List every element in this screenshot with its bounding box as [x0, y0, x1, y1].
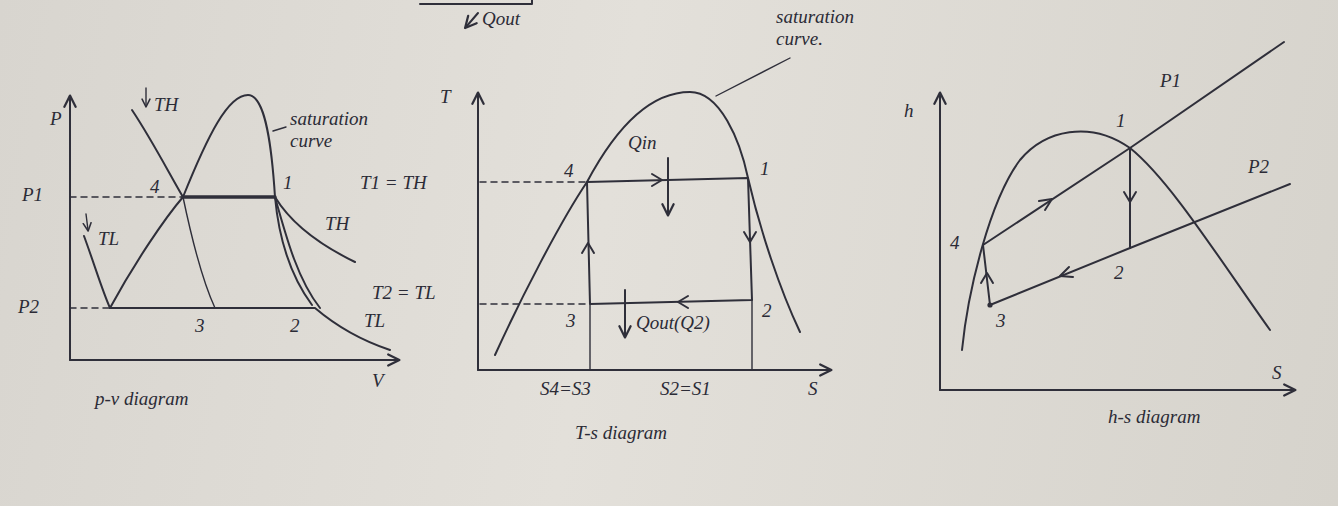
diagram-caption: T-s diagram [575, 422, 667, 444]
pressure-label: P2 [1248, 156, 1269, 178]
state-number: 3 [996, 310, 1006, 332]
axis-line [70, 359, 398, 361]
state-number: 4 [950, 232, 960, 254]
heat-label: Qout(Q2) [636, 312, 710, 334]
temperature-guide [480, 303, 590, 305]
state-number: 1 [283, 172, 293, 194]
expansion-line [1129, 148, 1131, 248]
temperature-label: TL [364, 310, 385, 332]
state-number: 3 [195, 315, 205, 337]
saturation-dome [495, 92, 800, 355]
bracket-line [420, 0, 532, 4]
axis-label: T [440, 86, 451, 108]
flow-arrow [678, 296, 688, 308]
entropy-label: S4=S3 [540, 378, 591, 400]
expansion-curve [275, 197, 320, 308]
ts-diagram [478, 58, 830, 370]
heat-label: Qout [482, 8, 520, 30]
flow-arrow [1060, 267, 1073, 277]
state-number: 1 [1116, 110, 1126, 132]
state-number: 3 [566, 310, 576, 332]
curve-note: saturation curve [290, 108, 386, 152]
flow-arrow [652, 174, 662, 186]
axis-label: S [808, 378, 818, 400]
state-number: 2 [1114, 262, 1124, 284]
flow-arrow [1039, 199, 1052, 210]
heat-arrow [624, 290, 626, 336]
state-number: 4 [564, 160, 574, 182]
flow-arrow [582, 243, 594, 253]
temperature-label: T1 = TH [360, 172, 427, 194]
temperature-label: TH [325, 213, 349, 235]
curve-note: saturation curve. [776, 6, 888, 50]
axis-label: S [1272, 362, 1282, 384]
isotherm-hot [275, 197, 355, 262]
temperature-label: TH [154, 94, 178, 116]
entropy-guide [751, 300, 752, 370]
temperature-guide [480, 181, 587, 183]
state-number: 2 [762, 300, 772, 322]
heat-label: Qin [628, 132, 657, 154]
pressure-guide [70, 196, 183, 198]
axis-label: V [372, 370, 384, 392]
pressure-label: P1 [22, 184, 43, 206]
temperature-label: T2 = TL [372, 282, 436, 304]
liquid-line [183, 197, 215, 308]
pressure-guide [70, 307, 110, 309]
flow-arrow [981, 273, 993, 283]
pv-diagram [70, 88, 398, 360]
pressure-label: P2 [18, 296, 39, 318]
pressure-label: P1 [1160, 70, 1181, 92]
axis-line [69, 97, 71, 360]
flow-arrow [744, 232, 756, 242]
isotherm-cold [84, 236, 390, 350]
heat-arrow [466, 13, 478, 27]
leader-line [273, 127, 286, 131]
saturation-dome [962, 131, 1270, 350]
state-number: 1 [760, 158, 770, 180]
axis-line [477, 94, 479, 370]
saturation-dome [110, 95, 312, 308]
isotherm-hot [132, 110, 183, 197]
temperature-label: TL [98, 228, 119, 250]
isobar-low [990, 184, 1290, 305]
pointer-arrow [145, 88, 146, 106]
heat-arrow [667, 158, 669, 214]
isobar-high [983, 42, 1284, 245]
state-dot [987, 302, 992, 307]
axis-line [940, 389, 1294, 391]
state-number: 2 [290, 315, 300, 337]
isotherm-hot [183, 195, 275, 198]
leader-line [716, 58, 790, 96]
cycle-outline [587, 178, 752, 304]
axis-line [939, 94, 941, 390]
pointer-arrow [86, 214, 88, 230]
axis-label: P [50, 108, 62, 130]
hs-diagram [940, 42, 1294, 390]
entropy-label: S2=S1 [660, 378, 711, 400]
flow-arrow [1124, 192, 1136, 202]
axis-label: h [904, 100, 914, 122]
diagram-caption: h-s diagram [1108, 406, 1200, 428]
state-number: 4 [150, 176, 160, 198]
diagram-caption: p-v diagram [95, 388, 188, 410]
axis-line [478, 369, 830, 371]
entropy-guide [589, 304, 590, 370]
